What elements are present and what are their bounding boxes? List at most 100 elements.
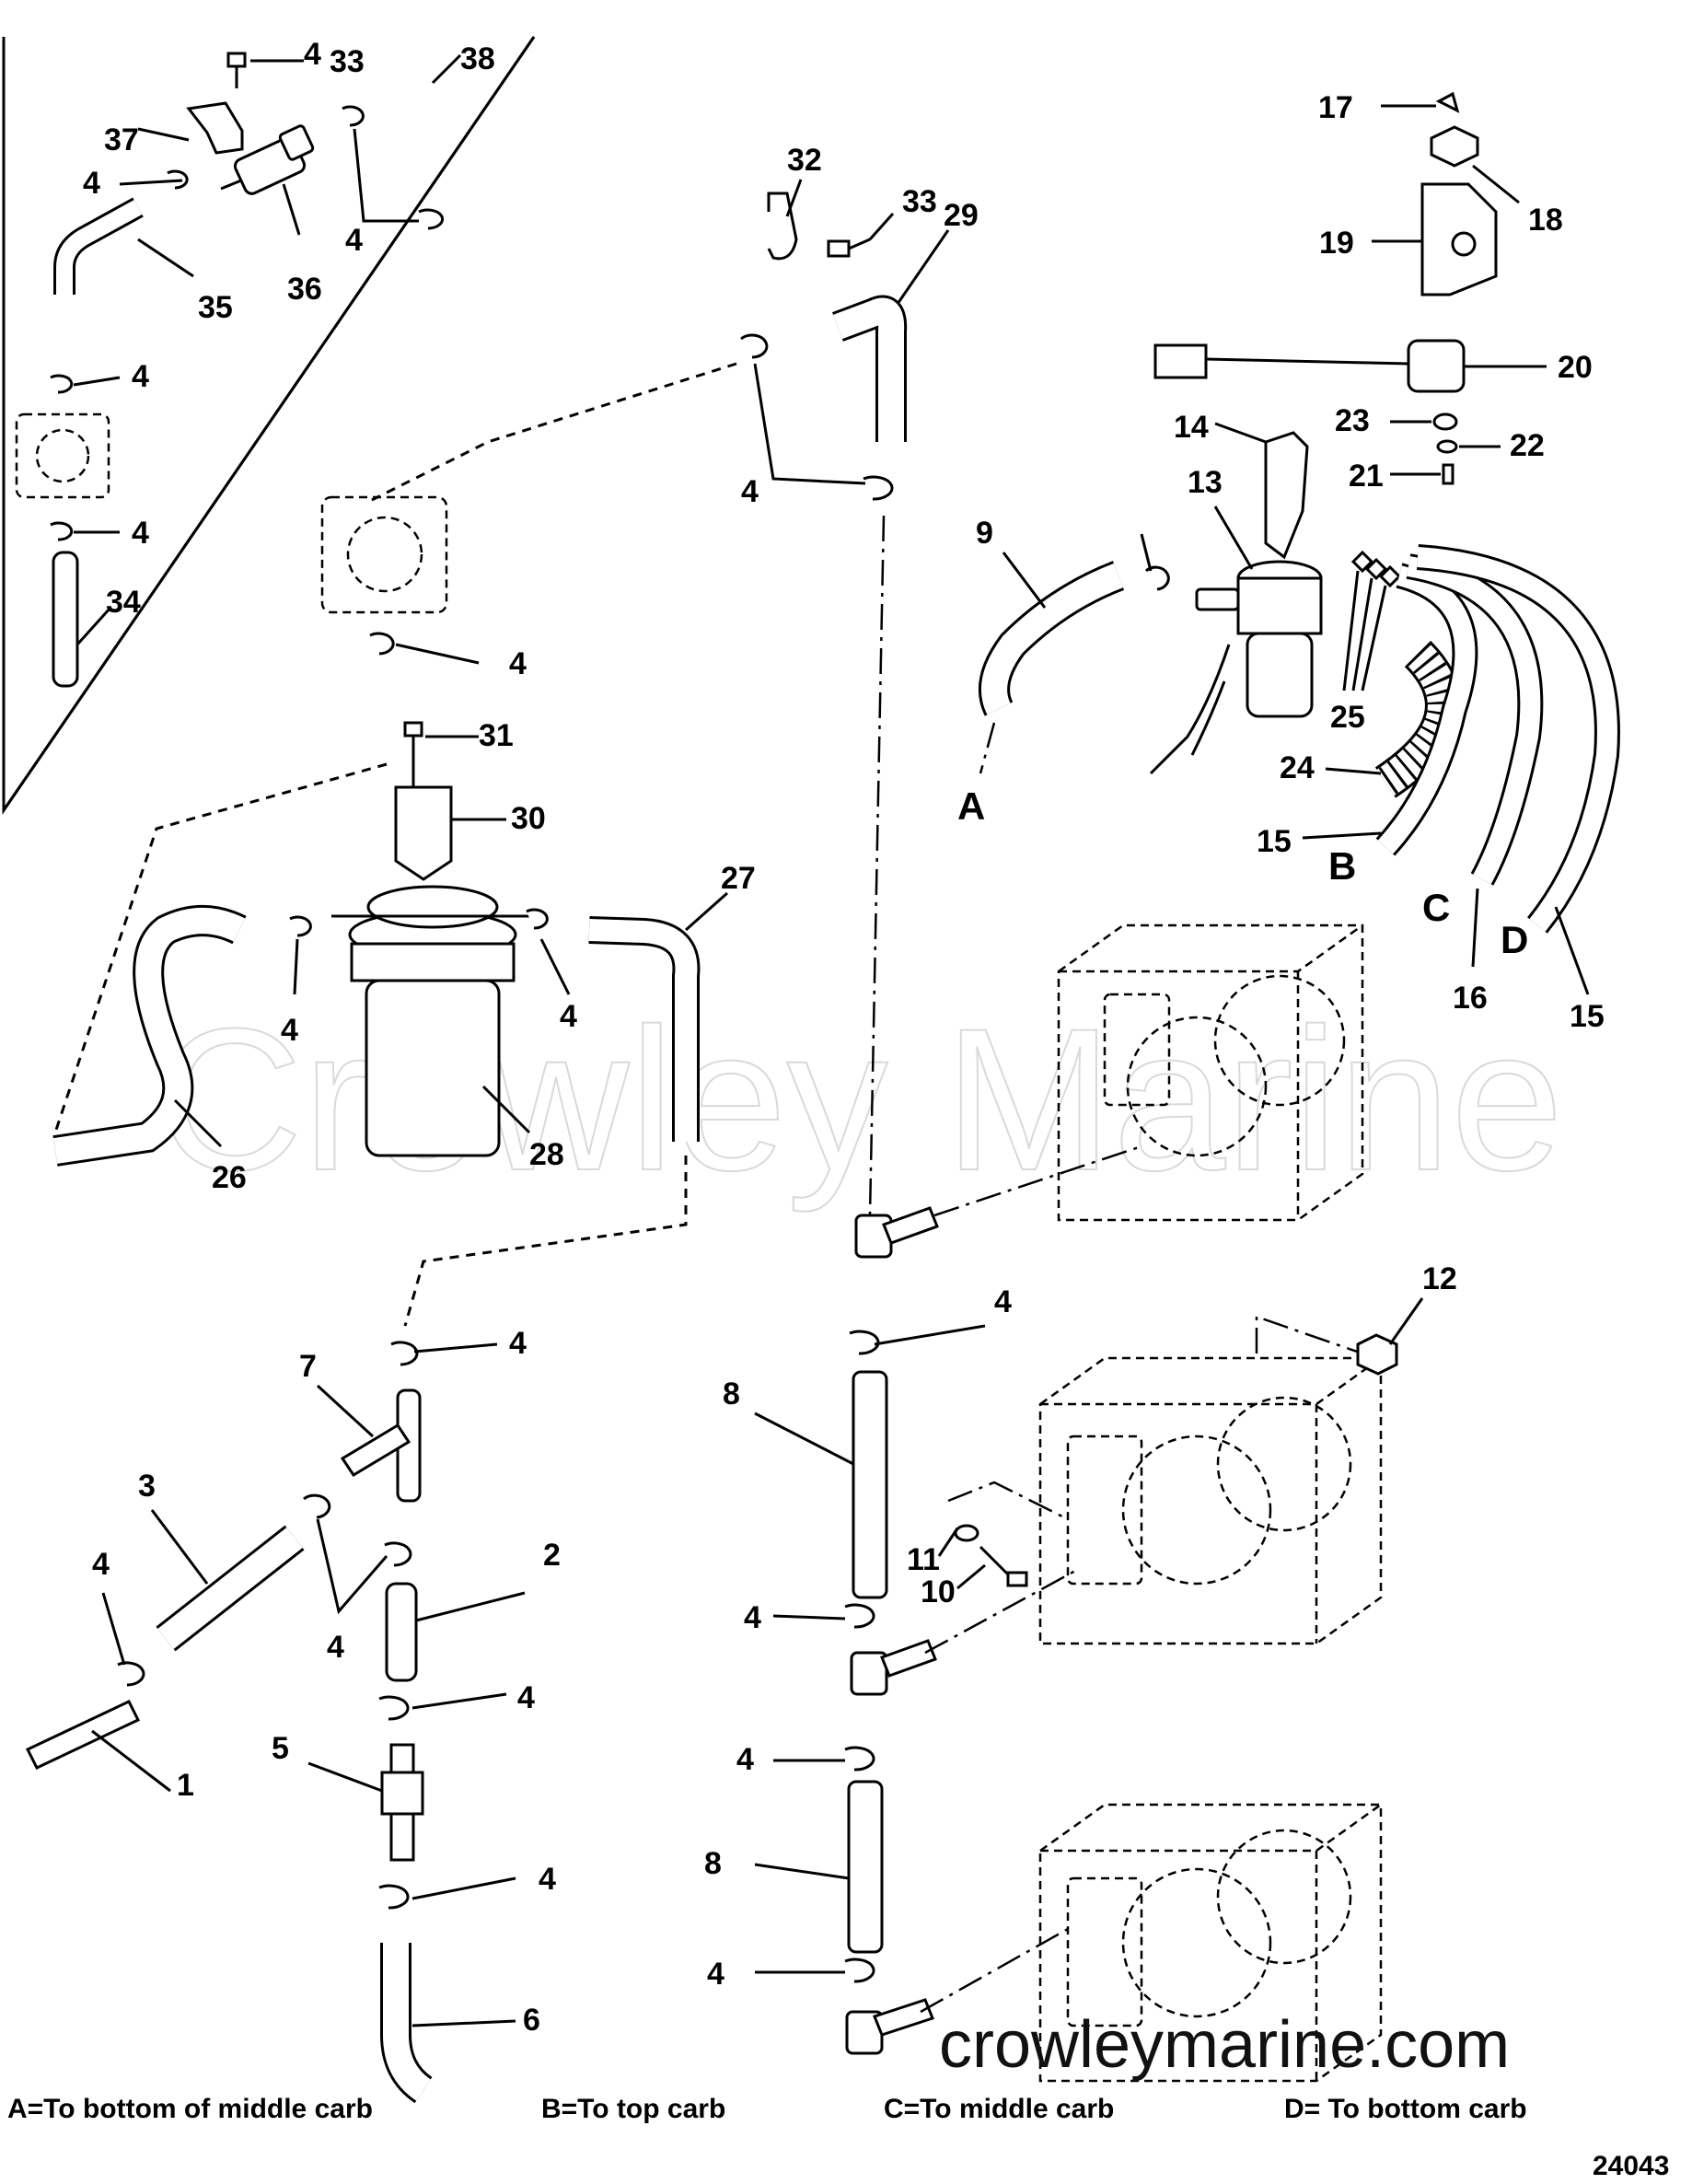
callout-35: 35: [198, 290, 233, 325]
callout-37: 37: [104, 122, 139, 157]
hose-35: [53, 197, 194, 295]
callout-1: 1: [177, 1768, 194, 1803]
callout-34: 34: [106, 585, 141, 620]
bolt-33-inset: [226, 52, 304, 88]
bracket-19: [1372, 182, 1498, 296]
callout-4-a: 4: [304, 37, 321, 72]
callout-4-o: 4: [994, 1284, 1012, 1319]
callout-4-c: 4: [345, 223, 363, 258]
callout-8-b: 8: [704, 1846, 722, 1881]
callout-4-h: 4: [560, 999, 577, 1034]
dashed-route-27-to-tee: [403, 1156, 688, 1327]
hose-15-top: [1302, 563, 1478, 856]
carburetor-top: [1057, 924, 1364, 1222]
centerline-to-top-carb: [933, 1144, 1142, 1217]
callout-8-a: 8: [723, 1377, 740, 1411]
nut-18: [1430, 125, 1520, 204]
callout-28: 28: [529, 1137, 564, 1172]
clamp-4-tee-top: [390, 1341, 498, 1366]
hose-34: [52, 551, 112, 688]
fuel-valve-13: [1149, 505, 1323, 775]
site-watermark: crowleymarine.com: [939, 2008, 1510, 2082]
dashed-route-inset-to-29: [367, 362, 737, 504]
elbow-fitting-top: [854, 1206, 939, 1259]
callout-14: 14: [1174, 410, 1209, 445]
legend-a: A=To bottom of middle carb: [7, 2094, 373, 2124]
clamp-4-inset-low: [50, 521, 120, 541]
fuel-filter-28: [331, 885, 534, 1157]
callout-3: 3: [138, 1469, 156, 1504]
callout-9: 9: [976, 516, 993, 551]
callout-24: 24: [1280, 750, 1315, 785]
callout-4-i: 4: [509, 1326, 527, 1361]
callout-4-g: 4: [281, 1013, 298, 1048]
callout-33-main: 33: [902, 184, 937, 219]
nut-12: [1356, 1297, 1424, 1376]
hose-38: [379, 53, 462, 193]
clamp-4-filter-left: [289, 915, 312, 995]
hose-15-bottom: [1417, 544, 1620, 995]
callout-4-p: 4: [744, 1600, 761, 1635]
callout-5: 5: [272, 1731, 289, 1766]
clamp-4-inset-top: [342, 105, 445, 230]
callout-4-b: 4: [83, 166, 100, 201]
hose-2: [385, 1582, 526, 1682]
elbow-fitting-bottom: [845, 1998, 934, 2055]
hose-9: [979, 552, 1125, 716]
hose-26: [52, 905, 247, 1167]
carburetor-bottom: [1038, 1803, 1383, 2083]
sensor-20: [1153, 339, 1547, 393]
connection-letter-d: D: [1501, 918, 1528, 961]
callout-21: 21: [1349, 459, 1384, 494]
hose-29: [832, 229, 950, 442]
callout-15-b: 15: [1570, 999, 1605, 1034]
hose-8-upper: [754, 1370, 888, 1599]
centerline-to-bottom-carb: [920, 1927, 1069, 2014]
callout-36: 36: [287, 272, 322, 307]
clamp-4-hose8a-bottom: [772, 1603, 875, 1629]
washer-22: [1436, 439, 1501, 454]
callout-15-a: 15: [1257, 824, 1292, 859]
check-valve-5: [307, 1743, 424, 1862]
inset-panel: [2, 36, 536, 815]
callout-32: 32: [787, 143, 822, 178]
callout-22: 22: [1510, 428, 1545, 463]
callout-4-l: 4: [517, 1680, 535, 1715]
callout-6: 6: [523, 2003, 540, 2038]
callout-33-inset: 33: [330, 44, 365, 79]
bracket-30: [394, 785, 506, 881]
leader-10-11: [947, 1481, 1069, 1521]
elbow-fitting-middle: [850, 1639, 937, 1696]
clamp-4-filter-right: [526, 908, 571, 995]
clamp-4-hose8b-bottom: [755, 1957, 875, 1983]
screw-21: [1390, 463, 1454, 485]
callout-16: 16: [1453, 981, 1488, 1016]
tee-fitting-7: [316, 1384, 422, 1503]
bolt-31: [403, 721, 479, 796]
callout-26: 26: [212, 1160, 247, 1195]
callout-7: 7: [299, 1349, 317, 1384]
clamp-4-inset-mid: [50, 169, 189, 394]
callout-12: 12: [1422, 1261, 1457, 1296]
hose-16: [1406, 553, 1544, 968]
washer-11: [937, 1524, 979, 1557]
callout-4-m: 4: [539, 1862, 556, 1897]
connection-letter-b: B: [1328, 844, 1356, 888]
callout-20: 20: [1558, 350, 1593, 385]
callout-18: 18: [1528, 203, 1563, 238]
dashed-route-pump-to-filter: [53, 762, 388, 1133]
clamp-4-hose8a-top: [849, 1324, 986, 1355]
callout-4-n: 4: [741, 474, 759, 509]
fuel-pump-ghost-main: [320, 495, 448, 614]
legend-c: C=To middle carb: [884, 2094, 1114, 2124]
callout-4-e: 4: [132, 516, 149, 551]
clamp-37: [137, 101, 244, 155]
callout-4-j: 4: [92, 1547, 110, 1582]
clamp-4-under-tee: [384, 1541, 412, 1567]
callout-4-f: 4: [509, 646, 527, 681]
clamp-4-valve-inlet: [1140, 533, 1170, 591]
hose-8-lower: [754, 1780, 884, 1954]
callout-4-d: 4: [132, 359, 149, 394]
centerline-to-middle-carb: [924, 1568, 1078, 1655]
callout-13: 13: [1188, 465, 1223, 500]
